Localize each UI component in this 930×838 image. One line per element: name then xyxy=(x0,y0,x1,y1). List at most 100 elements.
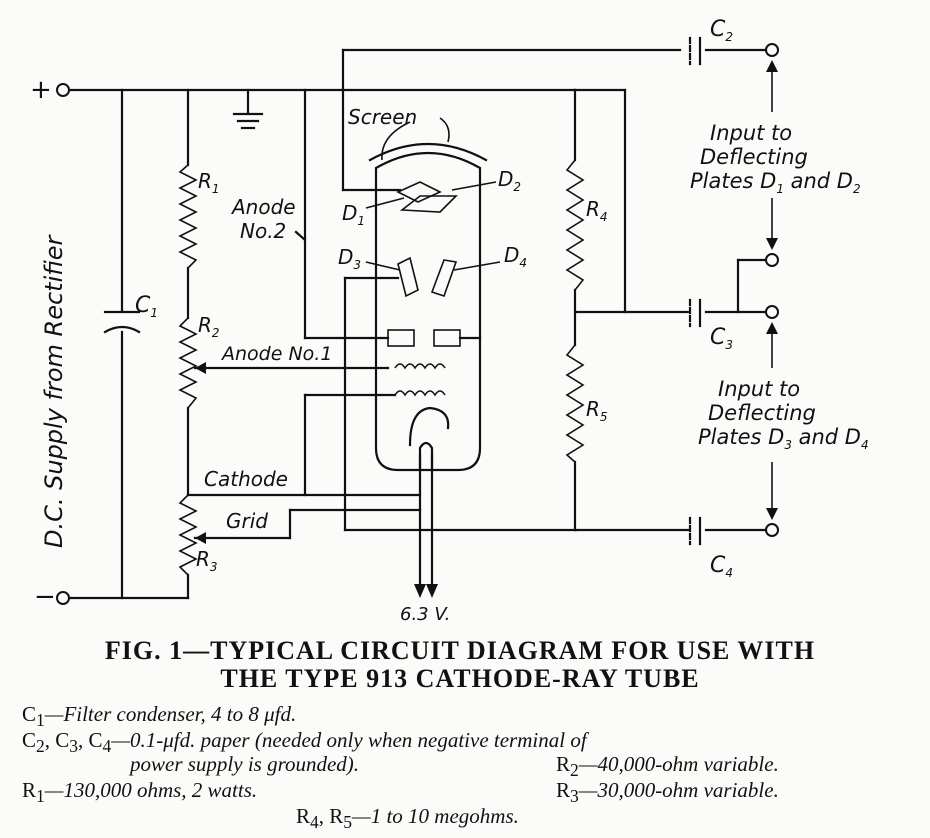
terminal-d4 xyxy=(765,523,779,537)
d4-label: D xyxy=(504,243,519,267)
svg-text:R1: R1 xyxy=(198,169,220,196)
right-wires xyxy=(573,48,767,532)
svg-text:Plates D1 and D2: Plates D1 and D2 xyxy=(690,169,861,196)
input1-sub2: 2 xyxy=(853,182,861,196)
caption-title-line1: FIG. 1—TYPICAL CIRCUIT DIAGRAM FOR USE W… xyxy=(104,636,816,665)
screen-label: Screen xyxy=(348,105,417,129)
anode2-label: Anode xyxy=(230,195,296,219)
legend-c234-text: —0.1-μfd. paper (needed only when negati… xyxy=(111,728,587,752)
legend-c234-sub4: 4 xyxy=(102,736,112,757)
legend-r3: R3—30,000-ohm variable. xyxy=(556,778,779,807)
c2-label: C xyxy=(710,17,726,42)
svg-text:C2: C2 xyxy=(710,17,733,44)
d4-sub: 4 xyxy=(519,256,527,270)
legend-r45: R4, R5—1 to 10 megohms. xyxy=(296,804,519,833)
svg-text:R4: R4 xyxy=(586,197,608,224)
plus-label: + xyxy=(30,75,52,105)
c4-label: C xyxy=(710,553,726,578)
resistor-r5 xyxy=(565,344,585,463)
svg-text:D3: D3 xyxy=(338,245,361,272)
legend-r45-sub5: 5 xyxy=(343,812,353,833)
r1-sub: 1 xyxy=(212,182,220,196)
legend-r1-text: —130,000 ohms, 2 watts. xyxy=(44,778,258,802)
legend-c234: C2, C3, C4—0.1-μfd. paper (needed only w… xyxy=(22,728,587,757)
terminal-d1 xyxy=(765,43,779,57)
input2-and: and D xyxy=(792,425,861,449)
c1-label: C xyxy=(135,293,151,318)
caption-title-line2: THE TYPE 913 CATHODE-RAY TUBE xyxy=(220,664,700,693)
input2-line2: Deflecting xyxy=(708,401,816,425)
terminal-d2 xyxy=(765,253,779,267)
input-arrows xyxy=(766,60,778,520)
legend-r45-sub4: 4 xyxy=(310,812,319,833)
r2-sub: 2 xyxy=(212,326,220,340)
input1-line1: Input to xyxy=(710,121,792,145)
terminal-d3 xyxy=(765,305,779,319)
svg-text:C4: C4 xyxy=(710,553,733,580)
legend-r2: R2—40,000-ohm variable. xyxy=(556,752,779,781)
d2-label: D xyxy=(498,167,513,191)
legend-c234-name: C xyxy=(22,728,37,752)
svg-text:D1: D1 xyxy=(342,201,365,228)
svg-text:R3: R3 xyxy=(196,547,218,574)
legend-c234-c3: , C xyxy=(44,728,70,752)
input1-and: and D xyxy=(784,169,853,193)
d1-label: D xyxy=(342,201,357,225)
legend-r2-text: —40,000-ohm variable. xyxy=(578,752,779,776)
supply-wires xyxy=(68,48,682,600)
d3-label: D xyxy=(338,245,353,269)
d2-sub: 2 xyxy=(513,180,521,194)
legend-r1-sub: 1 xyxy=(36,786,45,807)
cathode-label: Cathode xyxy=(204,467,288,491)
svg-text:C1: C1 xyxy=(135,293,158,320)
svg-text:D4: D4 xyxy=(504,243,527,270)
legend-r3-name: R xyxy=(556,778,571,802)
voltage-label: 6.3 V. xyxy=(400,604,450,625)
legend-c1-name: C xyxy=(22,702,37,726)
d3-sub: 3 xyxy=(353,258,361,272)
plus-terminal xyxy=(56,83,70,97)
legend-c1: C1—Filter condenser, 4 to 8 μfd. xyxy=(22,702,296,731)
capacitor-c1: C1 xyxy=(103,293,158,334)
c2-sub: 2 xyxy=(725,30,733,44)
resistor-r1 xyxy=(178,164,198,269)
input1-sub1: 1 xyxy=(776,182,784,196)
legend-r1: R1—130,000 ohms, 2 watts. xyxy=(22,778,257,807)
legend-r2-name: R xyxy=(556,752,571,776)
legend-r45-c5: , R xyxy=(318,804,344,828)
input2-sub1: 3 xyxy=(784,438,792,452)
svg-text:R2: R2 xyxy=(198,313,220,340)
r5-label: R xyxy=(586,397,600,421)
circuit-diagram: + − D.C. Supply from Rectifier C1 R1 R2 … xyxy=(30,17,869,625)
minus-terminal xyxy=(56,591,70,605)
r4-sub: 4 xyxy=(600,210,608,224)
input1-line3: Plates D xyxy=(690,169,776,193)
c3-sub: 3 xyxy=(725,338,733,352)
figure-caption: FIG. 1—TYPICAL CIRCUIT DIAGRAM FOR USE W… xyxy=(0,632,930,838)
legend-c1-text: —Filter condenser, 4 to 8 μfd. xyxy=(44,702,297,726)
c3-label: C xyxy=(710,325,726,350)
capacitor-c3 xyxy=(688,298,702,328)
legend-c234-text2: power supply is grounded). xyxy=(130,752,360,776)
r1-label: R xyxy=(198,169,212,193)
capacitor-c4 xyxy=(688,516,702,546)
svg-text:Plates D3 and D4: Plates D3 and D4 xyxy=(698,425,869,452)
input1-line2: Deflecting xyxy=(700,145,808,169)
r4-label: R xyxy=(586,197,600,221)
svg-text:D2: D2 xyxy=(498,167,521,194)
input2-sub2: 4 xyxy=(861,438,869,452)
svg-text:C3: C3 xyxy=(710,325,733,352)
minus-label: − xyxy=(34,582,56,612)
d1-sub: 1 xyxy=(357,214,365,228)
c1-sub: 1 xyxy=(150,306,158,320)
resistor-r4 xyxy=(565,159,585,291)
legend-r3-text: —30,000-ohm variable. xyxy=(578,778,779,802)
r3-label: R xyxy=(196,547,210,571)
capacitor-c2 xyxy=(688,36,702,66)
resistor-r3 xyxy=(178,494,198,576)
legend-c234-c4: , C xyxy=(78,728,103,752)
input2-line3: Plates D xyxy=(698,425,784,449)
legend-r1-name: R xyxy=(22,778,37,802)
legend-c1-sub: 1 xyxy=(36,710,45,731)
